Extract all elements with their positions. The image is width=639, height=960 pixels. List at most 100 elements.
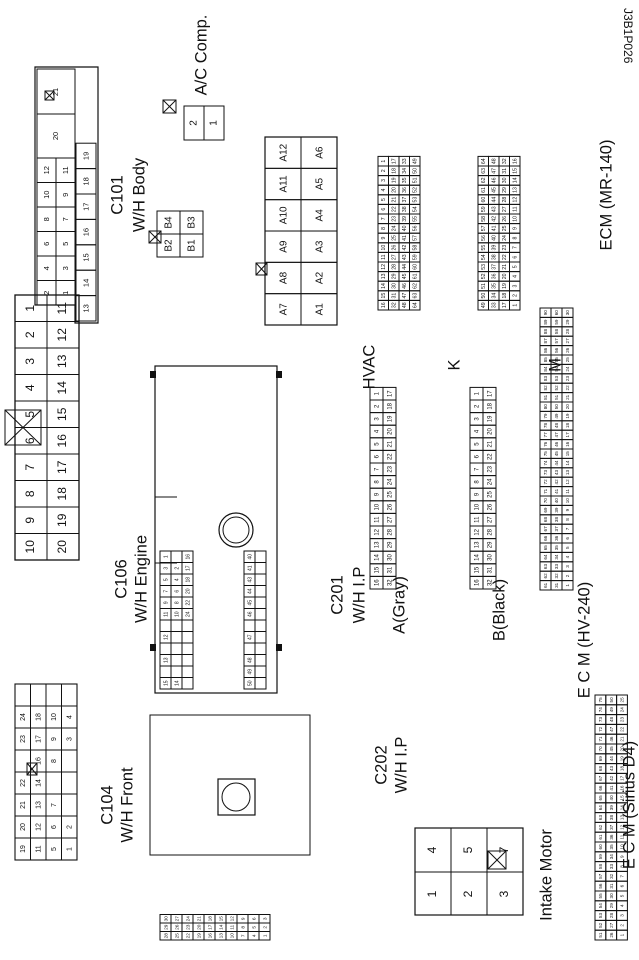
pin-label: 11 [36,845,43,852]
pin-label: 1 [513,304,519,307]
pin-label: 65 [598,795,603,801]
pin-label: 85 [543,357,548,363]
pin-label: 36 [609,834,614,840]
pin-label: 8 [375,480,381,484]
pin-label: 55 [413,216,419,222]
pin-label: 17 [502,302,508,308]
pin-label: 5 [620,894,625,897]
pin-label: 3 [67,737,74,741]
pin-cell [30,683,47,707]
pin-label: 74 [543,460,548,466]
key-x-line [148,230,162,244]
divider [155,496,177,564]
pin-label: 8 [174,601,180,604]
pin-label: 42 [554,479,559,485]
pin-label: 19 [565,413,570,419]
key-x-box [162,99,177,114]
pin-label: 24 [488,478,494,485]
pin-label: 9 [475,492,481,496]
pin-label: 34 [609,854,614,860]
pin-label: 4 [23,384,37,391]
pin-label: 29 [392,273,398,279]
pin-label: 20 [196,924,202,930]
pin-label: 62 [481,177,487,183]
pin-label: 5 [513,265,519,268]
pin-label: 39 [402,216,408,222]
pin-cell [14,749,31,773]
pin-label: 19 [502,283,508,289]
pin-label: 11 [163,611,169,616]
pin-label: 24 [185,611,191,617]
pin-cell [181,654,194,667]
key-x-box [26,762,38,776]
pin-label: 18 [207,916,213,922]
c106-title: C106 [112,559,130,598]
pin-label: A2 [315,271,326,284]
pin-cell [170,550,183,563]
pin-label: 1 [425,890,439,897]
pin-label: 26 [388,503,394,510]
pin-label: 39 [492,245,498,251]
pin-label: 9 [381,236,387,239]
pin-label: 64 [481,158,487,164]
pin-label: 45 [492,187,498,193]
pin-cell [243,642,256,655]
pin-label: 3 [620,914,625,917]
pin-label: 47 [247,634,253,640]
c104-subtitle: W/H Front [118,767,136,843]
pin-label: 60 [481,197,487,203]
pin-label: 49 [247,669,253,675]
pin-label: 8 [240,926,246,929]
pin-cell [45,683,62,707]
key-x-line [4,409,42,446]
pin-label: 28 [163,933,169,939]
pin-label: 5 [381,198,387,201]
pin-label: 48 [402,302,408,308]
pin-label: 50 [609,697,614,703]
pin-label: 23 [392,216,398,222]
pin-label: 48 [247,657,253,663]
pin-label: 36 [492,273,498,279]
pin-label: 57 [413,235,419,241]
pin-label: 11 [620,834,625,839]
pin-cell [45,771,62,795]
pin-label: 9 [513,227,519,230]
connector-frame [149,714,311,856]
pin-label: 33 [554,564,559,570]
pin-label: 3 [381,179,387,182]
pin-label: B3 [187,216,198,229]
pin-label: 12 [513,197,519,203]
pin-label: B4 [164,216,175,229]
pin-label: 6 [51,825,58,829]
pin-label: 47 [492,168,498,174]
pin-label: 6 [565,537,570,540]
connector-frame [34,66,99,324]
ecm-hv240-title: E C M (HV-240) [575,582,593,698]
pin-label: 64 [598,805,603,811]
pin-label: 2 [262,926,268,929]
pin-label: 30 [488,554,494,561]
pin-label: 5 [375,442,381,446]
pin-label: 54 [481,254,487,260]
pin-label: 66 [598,785,603,791]
pin-label: 21 [196,916,202,922]
pin-label: 2 [565,574,570,577]
pin-label: 2 [620,924,625,927]
pin-label: 9 [240,917,246,920]
pin-label: 12 [475,528,481,535]
pin-cell [181,665,194,678]
pin-label: 14 [218,924,224,930]
pin-label: 67 [543,526,548,532]
pin-label: 54 [598,903,603,909]
pin-label: 18 [502,293,508,299]
pin-cell [46,533,80,561]
pin-label: 22 [488,453,494,460]
pin-label: 15 [81,253,90,261]
pin-label: 7 [381,217,387,220]
pin-label: 7 [240,934,246,937]
pin-label: 7 [51,803,58,807]
pin-label: 14 [174,680,180,686]
pin-label: 4 [42,266,51,270]
